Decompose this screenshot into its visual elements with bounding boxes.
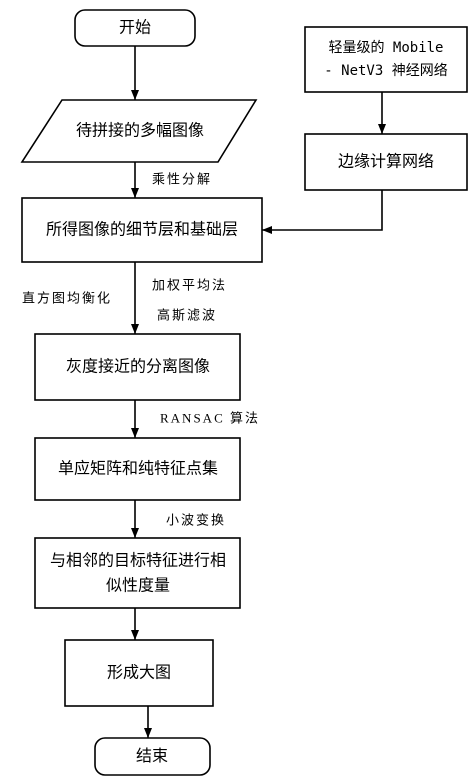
stitch-node: 形成大图 — [64, 639, 214, 707]
input-parallelogram-shape — [20, 99, 258, 163]
edge-label-decomposition: 乘性分解 — [152, 172, 212, 187]
separated-images-node: 灰度接近的分离图像 — [34, 333, 241, 401]
mobilenet-label-line1: 轻量级的 Mobile — [328, 40, 443, 56]
edge-label-weighted-average: 加权平均法 — [152, 278, 227, 293]
layers-node: 所得图像的细节层和基础层 — [21, 197, 263, 263]
similarity-label-line2: 似性度量 — [106, 577, 170, 595]
start-node: 开始 — [74, 9, 196, 47]
similarity-box — [34, 537, 241, 609]
layers-label: 所得图像的细节层和基础层 — [46, 221, 238, 239]
similarity-label-line1: 与相邻的目标特征进行相 — [50, 552, 226, 570]
edge-computing-box — [304, 133, 468, 191]
edge-computing-label: 边缘计算网络 — [338, 152, 434, 171]
stitch-box — [64, 639, 214, 707]
mobilenet-box — [304, 26, 468, 93]
stitch-label: 形成大图 — [107, 664, 171, 682]
end-terminator-shape — [94, 737, 211, 776]
end-node: 结束 — [94, 737, 211, 776]
separated-images-label: 灰度接近的分离图像 — [66, 358, 210, 376]
separated-images-box — [34, 333, 241, 401]
edge-label-histogram: 直方图均衡化 — [22, 291, 112, 306]
edge-computing-node: 边缘计算网络 — [304, 133, 468, 191]
homography-label: 单应矩阵和纯特征点集 — [58, 459, 218, 478]
input-images-node: 待拼接的多幅图像 — [20, 99, 258, 163]
homography-node: 单应矩阵和纯特征点集 — [34, 437, 241, 501]
mobilenet-node: 轻量级的 Mobile - NetV3 神经网络 — [304, 26, 468, 93]
input-images-label: 待拼接的多幅图像 — [76, 122, 204, 140]
edge-label-gaussian: 高斯滤波 — [157, 308, 217, 323]
end-label: 结束 — [136, 747, 168, 765]
arrow-edge-to-layers — [262, 190, 383, 234]
edge-label-ransac: RANSAC 算法 — [160, 411, 260, 426]
edge-label-wavelet: 小波变换 — [166, 513, 226, 528]
start-label: 开始 — [119, 19, 151, 37]
homography-box — [34, 437, 241, 501]
similarity-node: 与相邻的目标特征进行相 似性度量 — [34, 537, 241, 609]
mobilenet-label-line2: - NetV3 神经网络 — [324, 63, 447, 79]
